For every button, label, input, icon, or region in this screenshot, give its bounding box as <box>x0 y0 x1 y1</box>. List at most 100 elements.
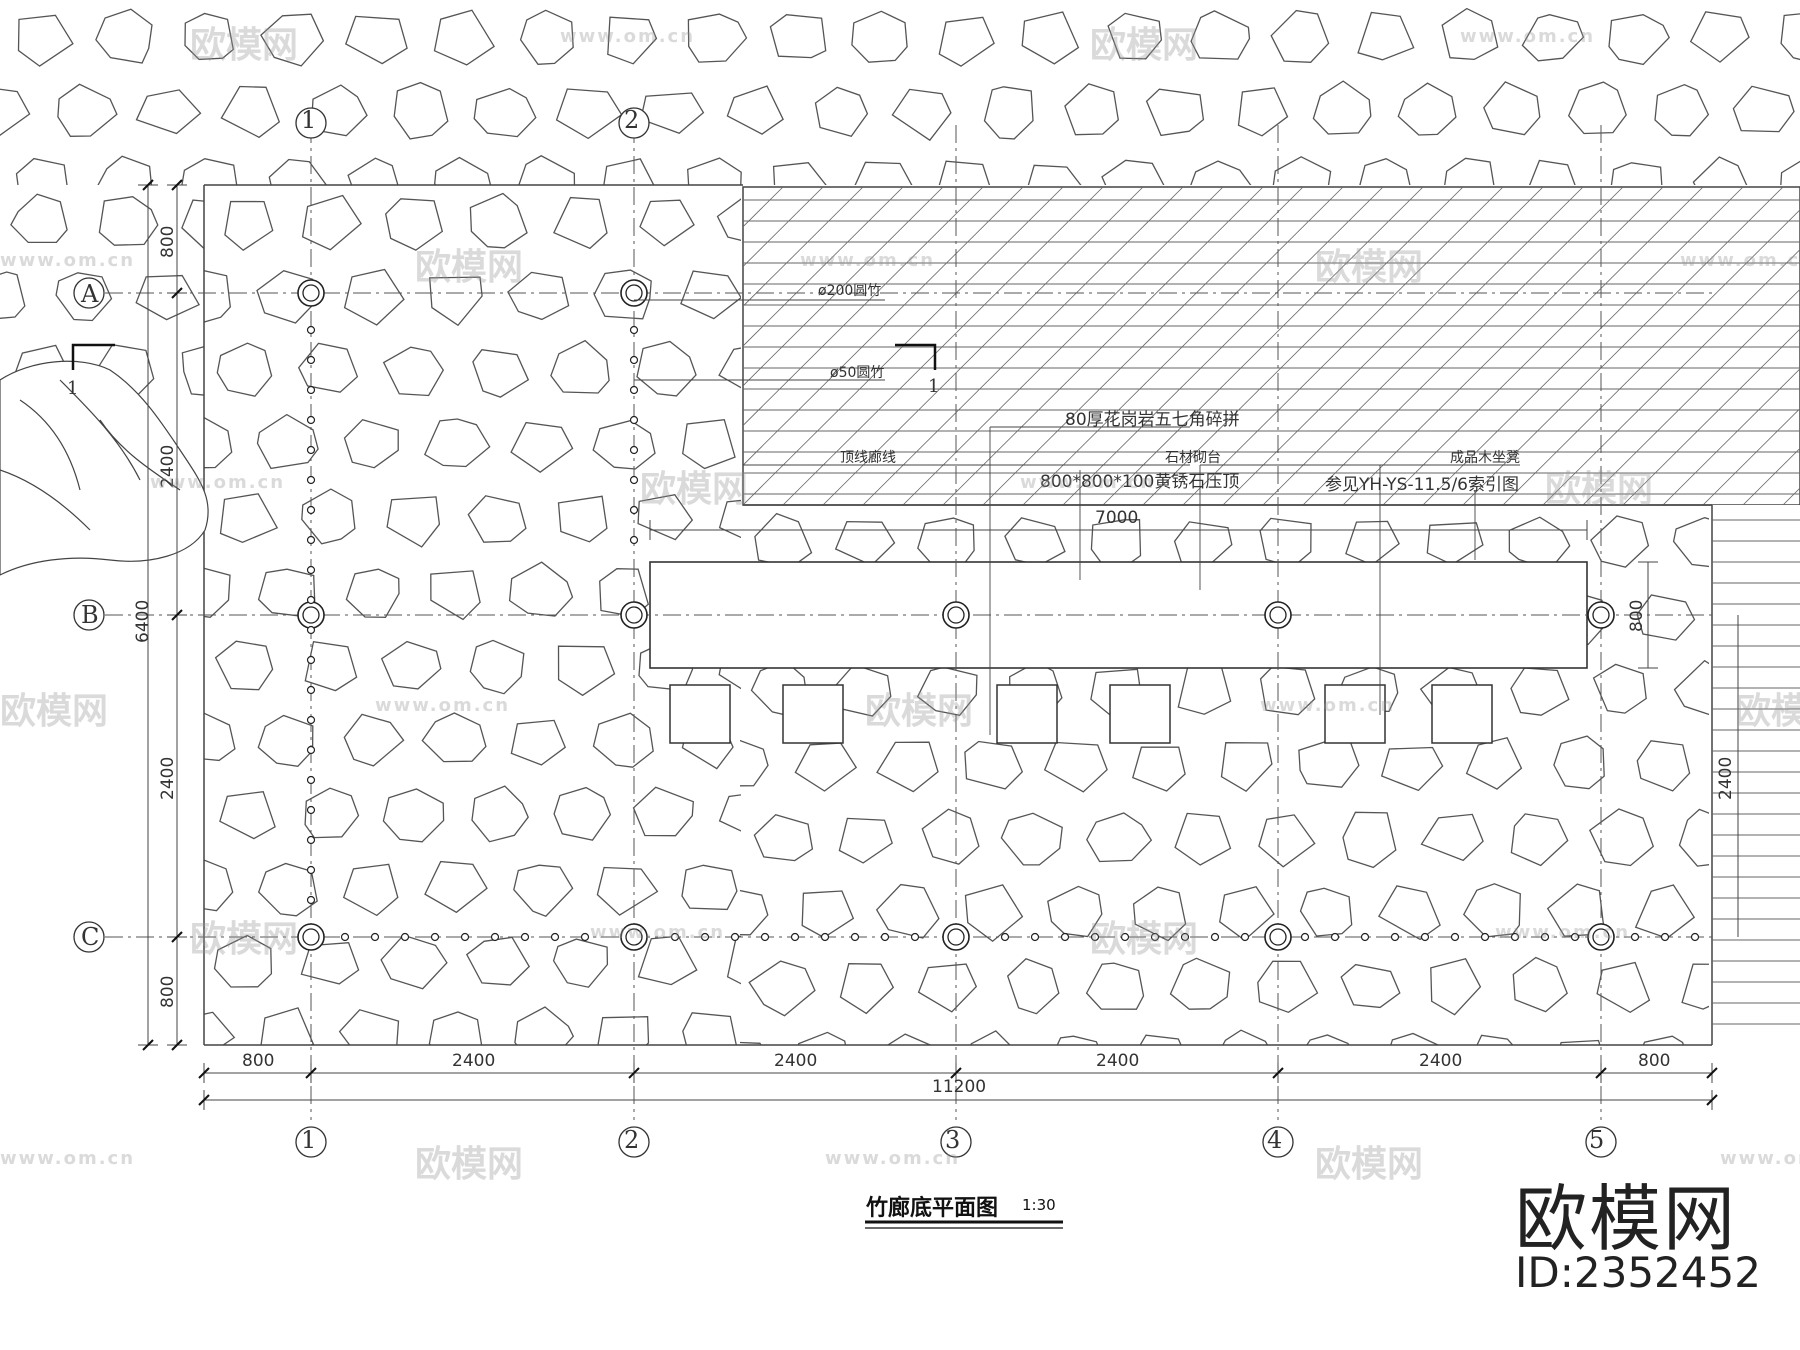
watermark: 欧模网 <box>415 247 524 288</box>
paving-stone <box>519 9 574 65</box>
paving-stone <box>1590 515 1650 568</box>
paving-stone <box>204 859 234 912</box>
bamboo-column-inner <box>1269 606 1287 624</box>
small-pole <box>306 895 316 905</box>
small-pole <box>629 535 639 545</box>
small-pole <box>1660 932 1670 942</box>
small-pole <box>1120 932 1130 942</box>
deck-hatch-line <box>743 187 984 427</box>
paving-stone <box>338 1009 400 1045</box>
deck-hatch-line <box>1382 187 1704 505</box>
paving-stone <box>222 235 278 288</box>
watermark: 欧模网 <box>1315 247 1424 288</box>
paving-stone <box>268 158 328 185</box>
deck-hatch-line <box>1702 408 1800 505</box>
small-pole <box>400 932 410 942</box>
section-mark-label-right: 1 <box>928 376 940 397</box>
small-pole <box>1300 932 1310 942</box>
paving-stone <box>347 127 398 175</box>
paving-stone <box>964 884 1024 943</box>
small-pole <box>550 932 560 942</box>
paving-stone <box>204 1011 236 1045</box>
small-pole <box>1420 932 1430 942</box>
small-pole <box>700 932 710 942</box>
paving-stone <box>181 346 204 396</box>
deck-hatch-line <box>343 187 663 505</box>
paving-stone <box>755 1116 813 1159</box>
paving-stone <box>342 863 399 917</box>
paving-stone <box>769 14 827 59</box>
deck-hatch-line <box>1102 187 1424 505</box>
paving-stone <box>794 742 858 792</box>
paving-stone <box>1000 812 1063 866</box>
dim-slash <box>628 1067 640 1079</box>
dim-slash <box>305 1067 317 1079</box>
paving-stone <box>687 13 748 63</box>
paving-stone <box>518 155 576 185</box>
watermark-url: www.om.cn <box>1460 26 1596 47</box>
paving-stone <box>1610 162 1663 185</box>
paving-stone <box>1173 521 1233 566</box>
paving-stone <box>204 567 231 618</box>
paving-stone <box>1043 741 1108 793</box>
paving-stone <box>762 859 821 913</box>
deck-hatch-line <box>743 187 904 347</box>
small-pole <box>306 595 316 605</box>
paving-stone <box>384 198 444 251</box>
small-pole <box>306 835 316 845</box>
paving-stone <box>424 860 488 914</box>
paving-stone <box>1107 12 1163 60</box>
paving-stone <box>0 88 31 136</box>
paving-stone <box>1780 13 1800 61</box>
deck-hatch-line <box>743 187 744 188</box>
deck-hatch-line <box>743 187 864 307</box>
paving-stone <box>640 92 705 134</box>
paving-stone <box>15 157 68 185</box>
watermark-url: www.om.cn <box>1260 695 1396 716</box>
paving-stone <box>1312 80 1372 135</box>
paving-stone <box>421 712 487 763</box>
axis-bottom-3: 3 <box>945 1126 961 1154</box>
bamboo-column-outer <box>620 279 648 307</box>
paving-stone <box>1608 14 1670 66</box>
bamboo-column-inner <box>625 284 643 302</box>
paving-stone <box>300 942 360 985</box>
paving-stone <box>1340 963 1401 1009</box>
paving-stone <box>1220 742 1273 793</box>
dim-left-1: 800 <box>158 225 178 258</box>
small-pole <box>820 932 830 942</box>
bamboo-column-inner <box>625 928 643 946</box>
paving-stone <box>1430 958 1482 1016</box>
paving-stone <box>851 10 908 63</box>
paving-stone <box>264 342 321 393</box>
axis-row-a: A <box>81 280 99 308</box>
paving-stone <box>667 1109 725 1158</box>
paving-stone <box>726 935 741 985</box>
small-pole <box>629 325 639 335</box>
stool <box>782 684 844 744</box>
axis-bubble <box>1585 1126 1617 1158</box>
paving-stone <box>513 864 574 917</box>
paving-stone <box>718 347 741 389</box>
paving-stone <box>386 496 441 548</box>
small-pole <box>1690 932 1700 942</box>
small-pole <box>670 932 680 942</box>
small-pole <box>306 325 316 335</box>
axis-bubble <box>295 107 327 139</box>
axis-bubble <box>295 1126 327 1158</box>
paving-stone <box>1559 1039 1601 1045</box>
stool <box>1324 684 1386 744</box>
deck-hatch-line <box>1542 249 1800 505</box>
paving-stone <box>682 1012 737 1045</box>
label-reference: 参见YH-YS-11.5/6索引图 <box>1325 475 1519 495</box>
paving-stone <box>1357 11 1415 61</box>
paving-stone <box>53 125 114 174</box>
bamboo-column-inner <box>947 606 965 624</box>
deck-hatch-line <box>1422 187 1744 505</box>
small-pole <box>1330 932 1340 942</box>
small-pole <box>306 715 316 725</box>
small-pole <box>306 505 316 515</box>
paving-stone <box>1169 957 1231 1010</box>
wood-stools <box>669 684 1493 744</box>
